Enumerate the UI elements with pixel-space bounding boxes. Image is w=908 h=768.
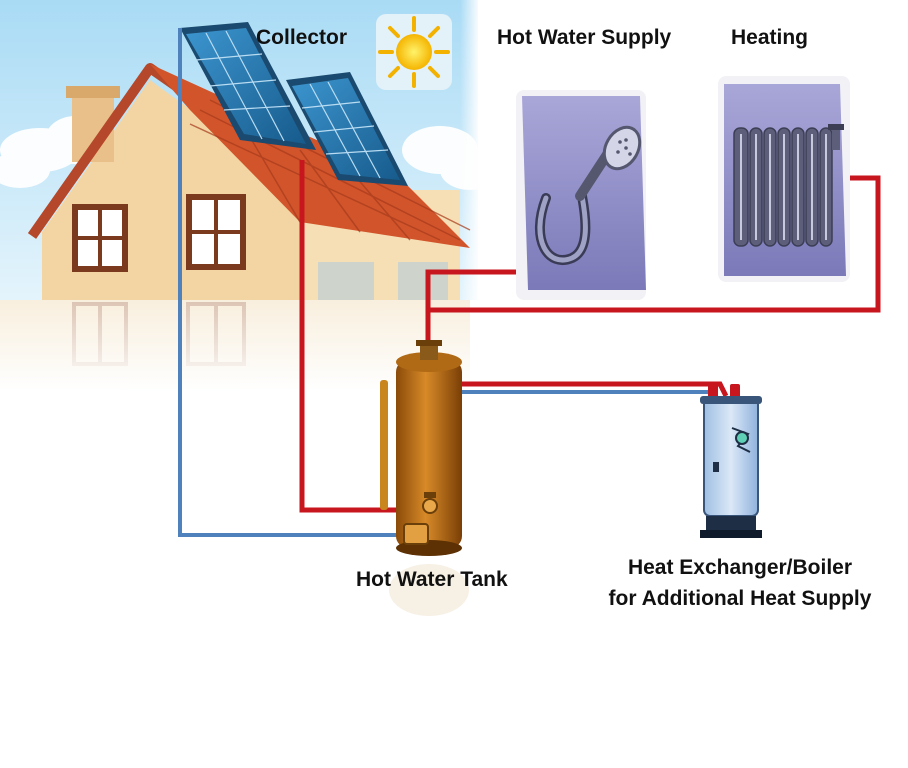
solar-panel-right <box>286 72 408 186</box>
hot-water-supply-label: Hot Water Supply <box>497 26 672 49</box>
boiler-label: Heat Exchanger/Boiler for Additional Hea… <box>590 552 890 614</box>
boiler-icon <box>700 384 762 538</box>
heating-label: Heating <box>731 26 809 49</box>
radiator-icon <box>718 76 850 282</box>
house-reflection <box>0 300 480 392</box>
boiler-label-line1: Heat Exchanger/Boiler <box>627 556 853 579</box>
solar-panel-left <box>180 22 316 150</box>
hot-water-tank-label: Hot Water Tank <box>356 568 508 591</box>
solar-panel-icon <box>180 22 408 186</box>
house-window-right <box>186 194 246 270</box>
water-tank-icon <box>380 340 469 616</box>
collector-label: Collector <box>256 26 348 49</box>
boiler-label-line2: for Additional Heat Supply <box>608 587 872 610</box>
sun-icon <box>376 14 452 90</box>
house-window-left <box>72 204 128 272</box>
shower-head-icon <box>516 90 646 300</box>
